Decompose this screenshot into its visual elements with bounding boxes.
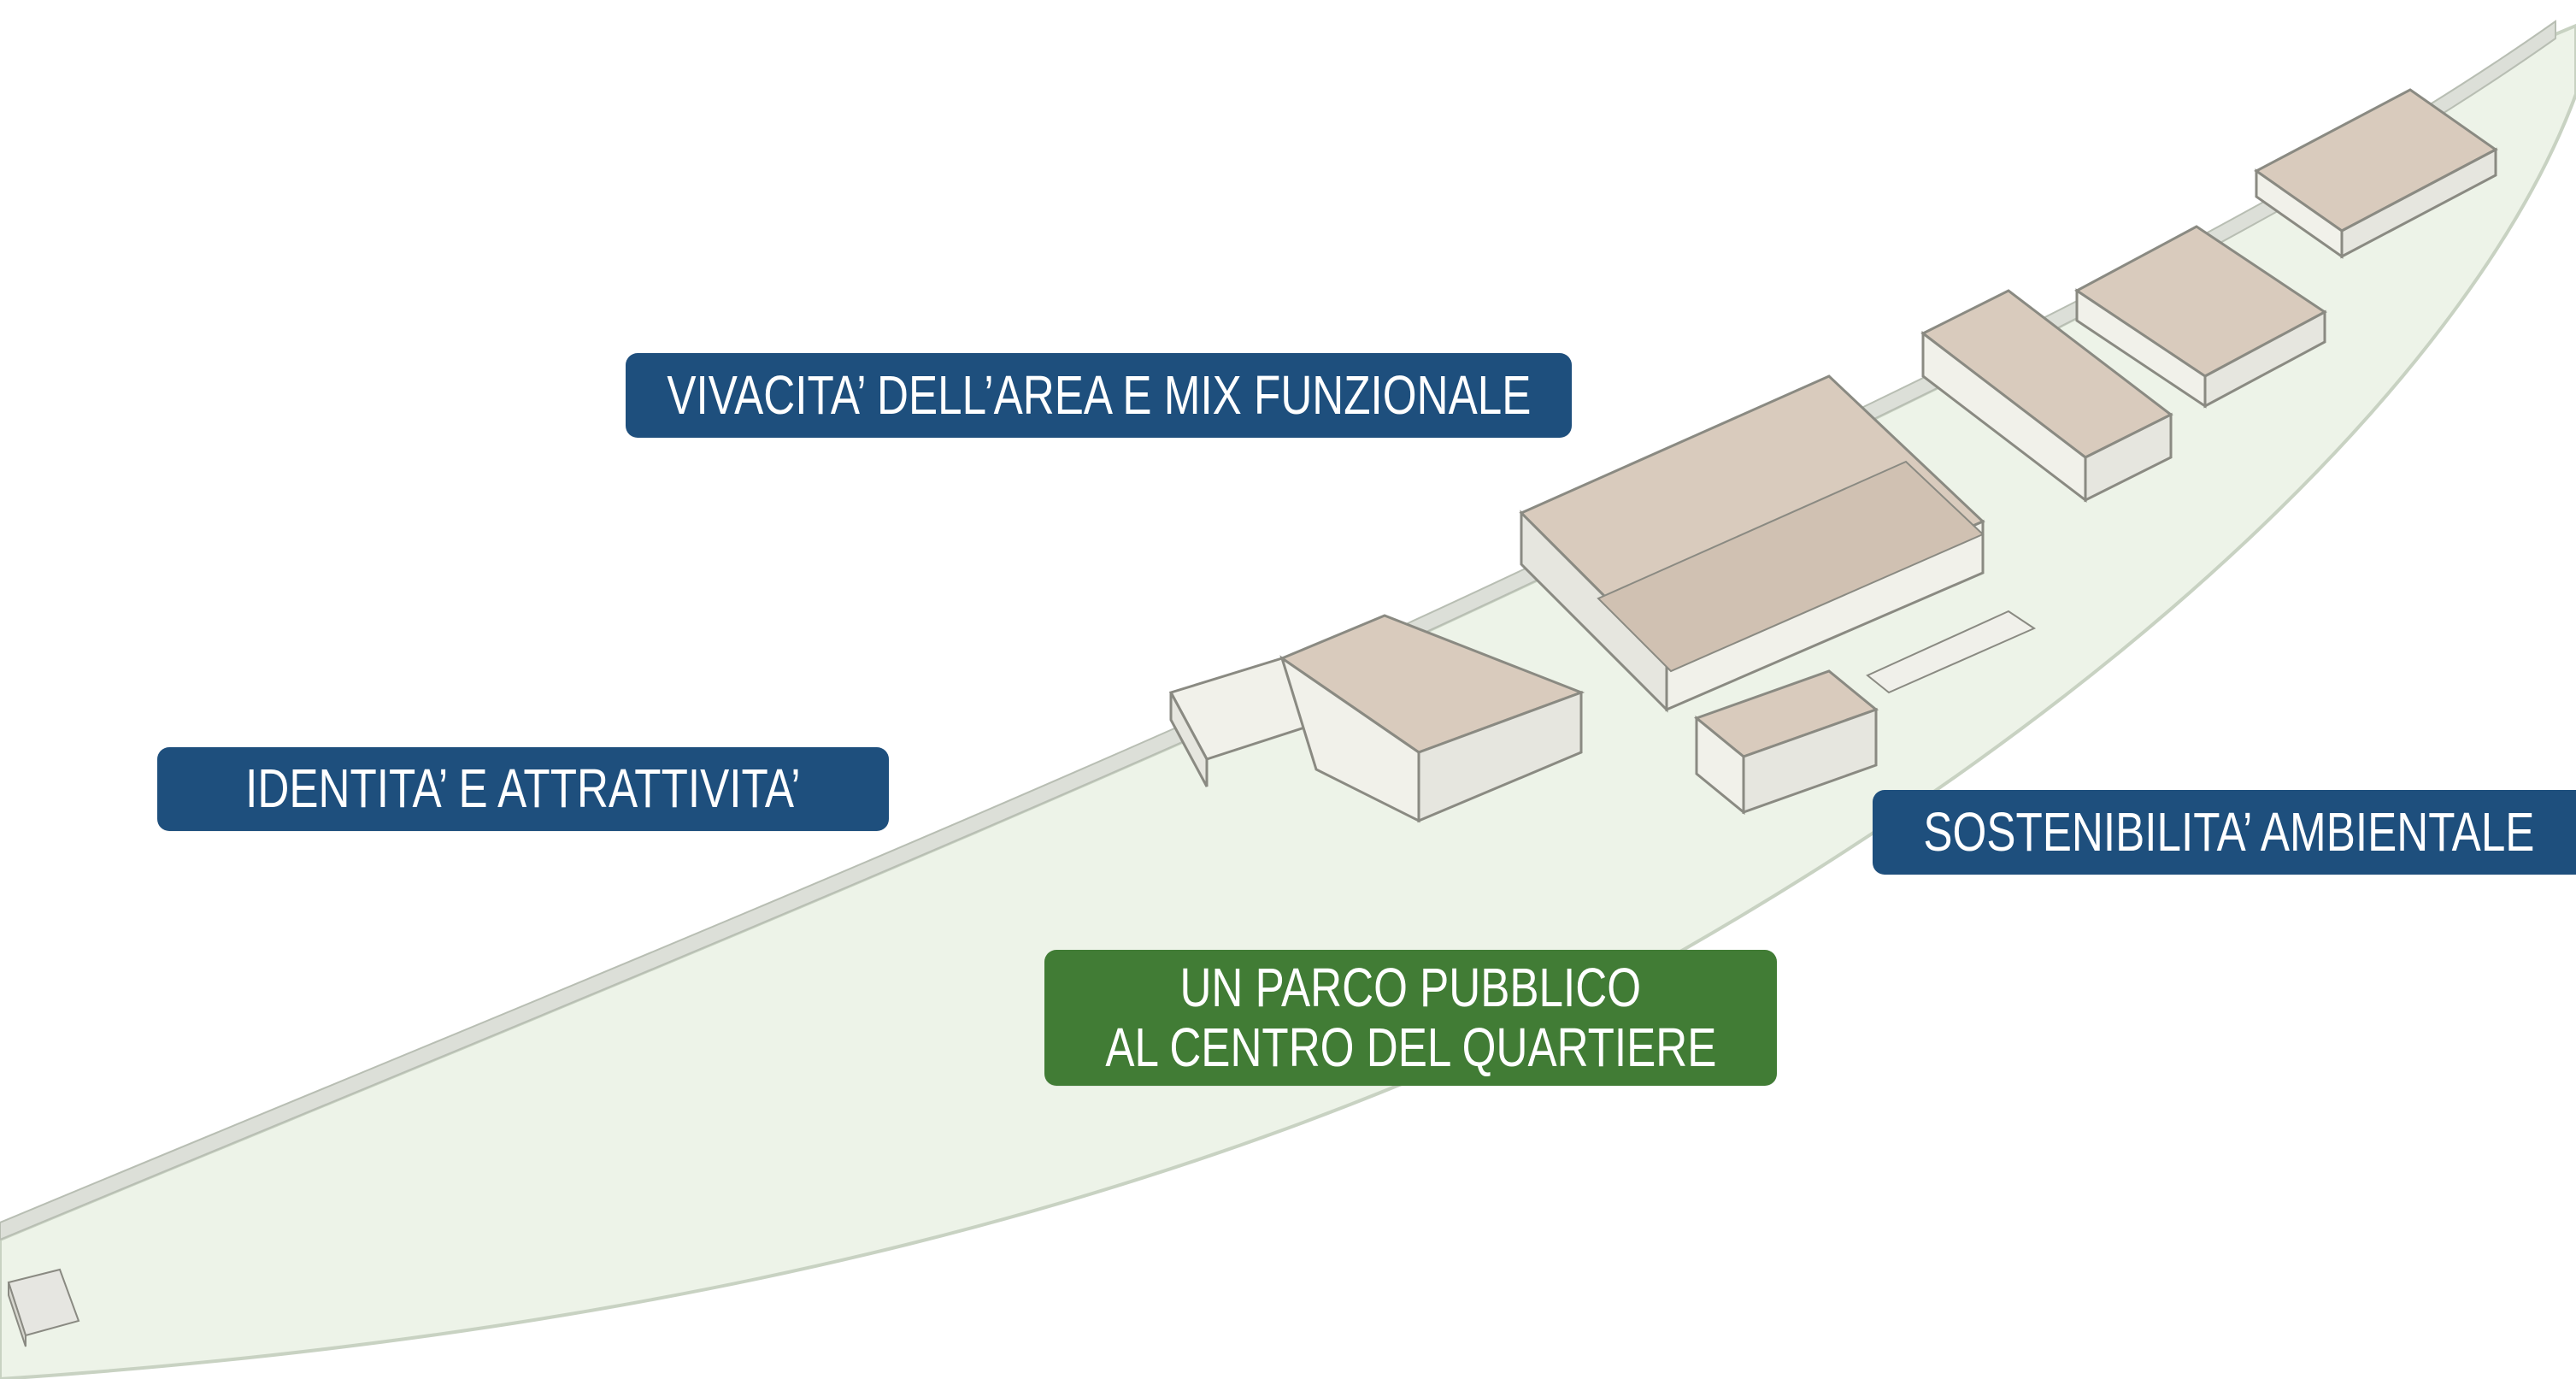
pergola-structure [1866, 610, 2037, 694]
building-sawtooth-workshop [1519, 374, 1985, 713]
label-sostenibilita: SOSTENIBILITA’ AMBIENTALE [1873, 790, 2576, 875]
building-north-block [2254, 88, 2498, 259]
building-south-block [1693, 669, 1879, 816]
park-ground [0, 23, 2576, 1379]
label-identita-text: IDENTITA’ E ATTRATTIVITA’ [245, 757, 801, 820]
label-vivacita: VIVACITA’ DELL’AREA E MIX FUNZIONALE [626, 353, 1572, 438]
label-identita: IDENTITA’ E ATTRATTIVITA’ [157, 747, 889, 831]
label-parco-pubblico: UN PARCO PUBBLICO AL CENTRO DEL QUARTIER… [1044, 950, 1777, 1086]
label-vivacita-text: VIVACITA’ DELL’AREA E MIX FUNZIONALE [667, 363, 1531, 426]
corner-structure [7, 1268, 80, 1347]
building-west-hall [1168, 614, 1585, 823]
building-domed-hall [2074, 225, 2327, 409]
label-sostenibilita-text: SOSTENIBILITA’ AMBIENTALE [1922, 800, 2535, 863]
label-parco-line2: AL CENTRO DEL QUARTIERE [1104, 1016, 1717, 1078]
label-parco-line1: UN PARCO PUBBLICO [1179, 957, 1642, 1019]
building-central-block [1920, 289, 2173, 504]
